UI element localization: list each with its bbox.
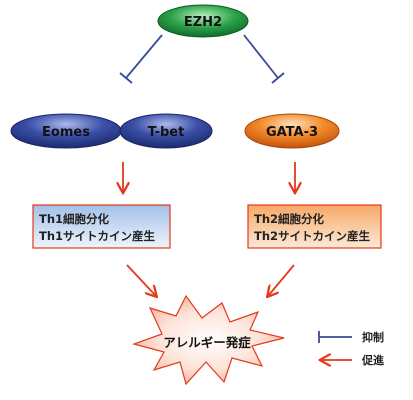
tbet-label: T-bet bbox=[148, 125, 185, 140]
gata3-label: GATA-3 bbox=[266, 125, 318, 140]
inhibit-edge-left bbox=[119, 34, 163, 84]
tbet-node bbox=[119, 113, 213, 149]
gata3-node bbox=[244, 113, 340, 149]
promote-arrow-th1-to-outcome bbox=[126, 264, 156, 296]
th2-line1: Th2細胞分化 bbox=[254, 212, 325, 226]
th1-line2: Th1サイトカイン産生 bbox=[39, 229, 156, 243]
th1-box bbox=[32, 204, 171, 249]
eomes-label: Eomes bbox=[42, 125, 90, 140]
legend-promote-label: 促進 bbox=[361, 353, 385, 367]
th1-line1: Th1細胞分化 bbox=[39, 212, 110, 226]
legend-inhibit-label: 抑制 bbox=[362, 330, 384, 344]
allergy-burst-shape bbox=[131, 294, 285, 386]
ezh2-label: EZH2 bbox=[184, 15, 222, 30]
legend: 抑制 促進 bbox=[318, 330, 385, 367]
th2-line2: Th2サイトカイン産生 bbox=[254, 229, 371, 243]
ezh2-node bbox=[157, 4, 249, 38]
allergy-onset-label: アレルギー発症 bbox=[163, 335, 251, 350]
th2-box bbox=[247, 204, 382, 249]
inhibit-edge-right bbox=[243, 34, 285, 84]
promote-arrow-th2-to-outcome bbox=[268, 264, 295, 296]
legend-inhibit-symbol bbox=[318, 331, 352, 343]
